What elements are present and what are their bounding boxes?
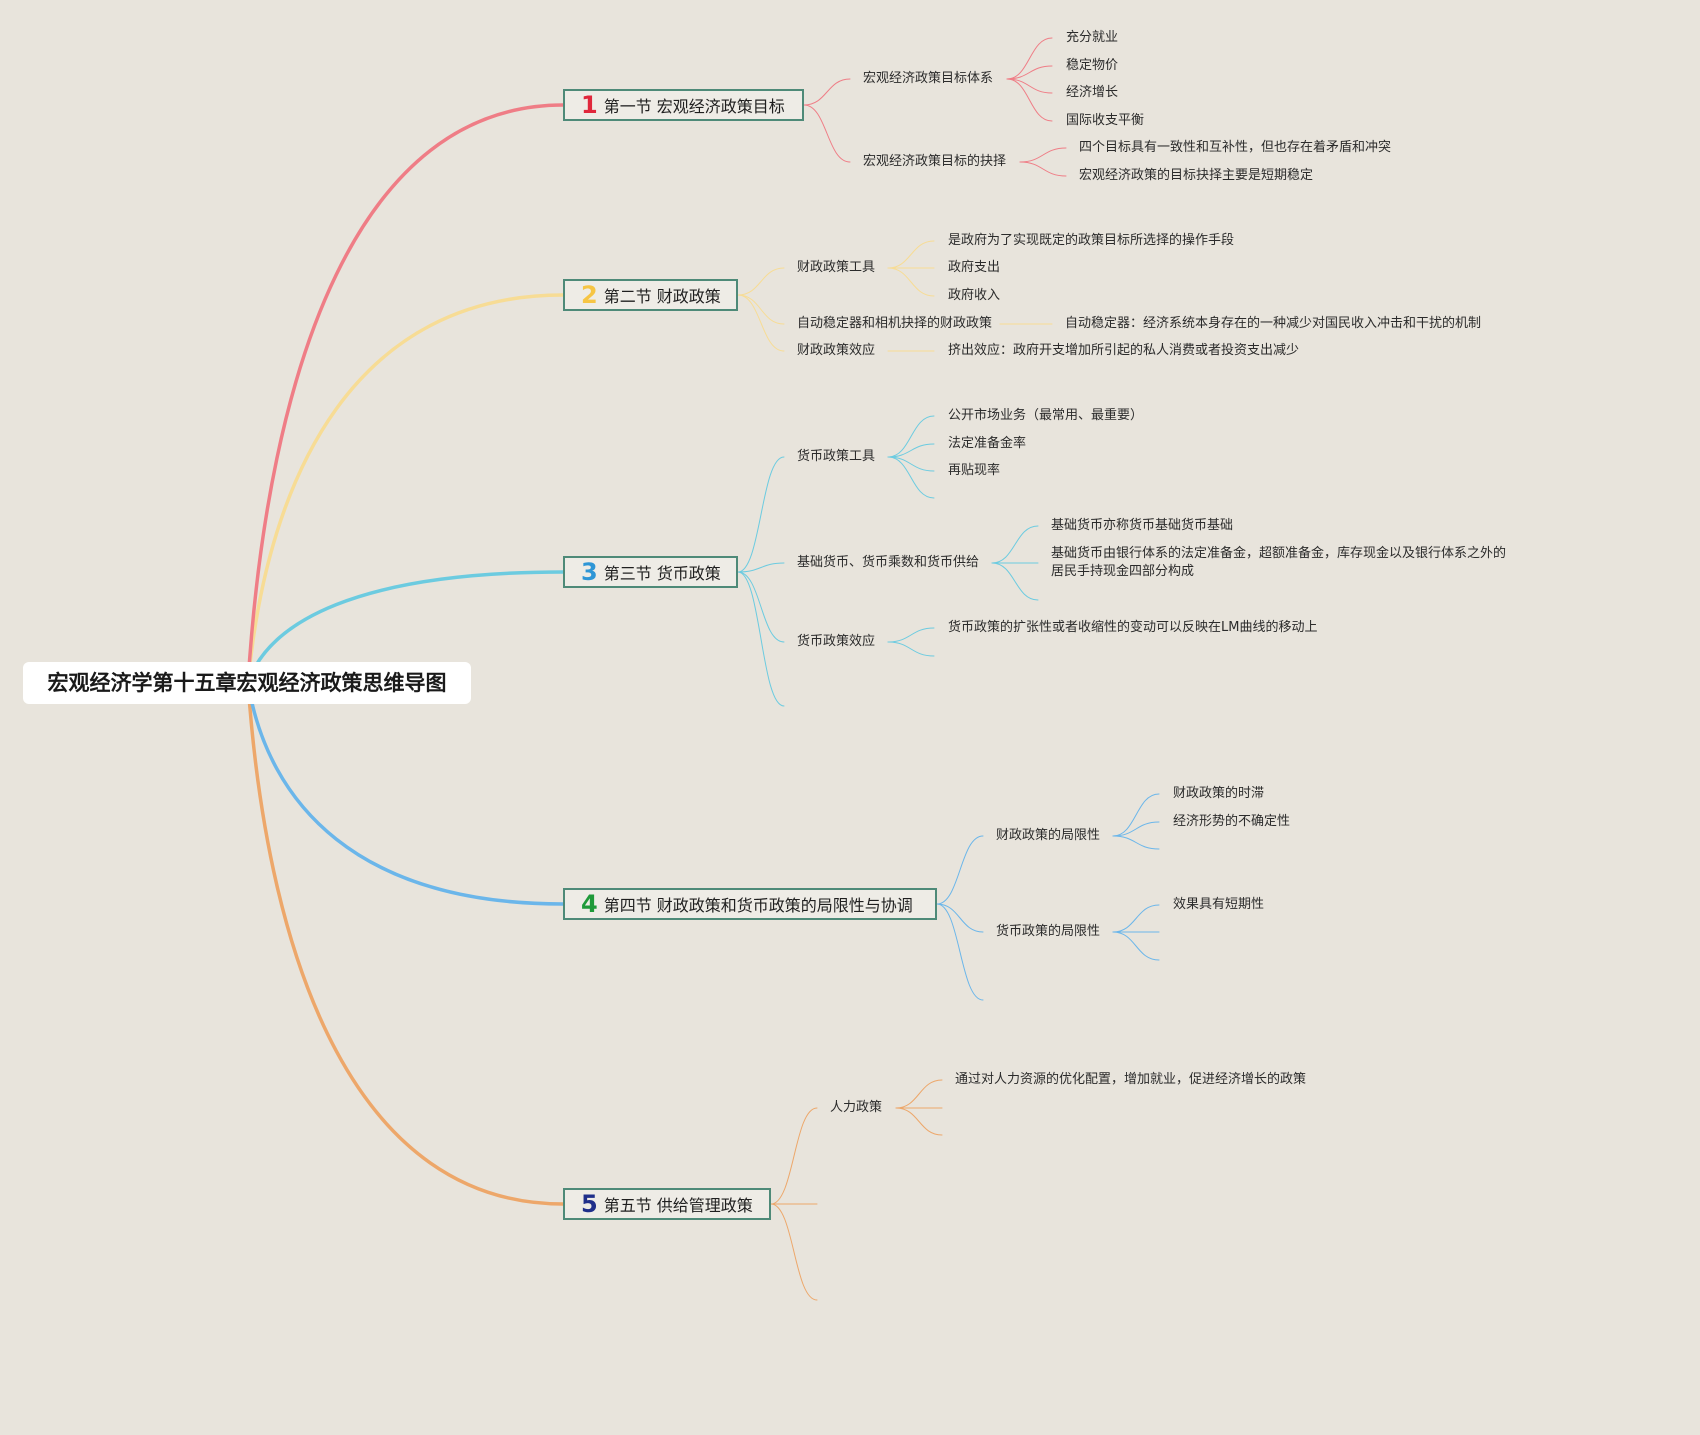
section-4-topic[interactable]: 4 第四节 财政政策和货币政策的局限性与协调 <box>563 888 937 920</box>
leaf-automatic-stabilizer-definition[interactable]: 自动稳定器：经济系统本身存在的一种减少对国民收入冲击和干扰的机制 <box>1065 316 1482 331</box>
branch-line <box>737 571 785 707</box>
leaf-line <box>1006 78 1053 122</box>
leaf-government-spending[interactable]: 政府支出 <box>948 260 1001 275</box>
leaf-full-employment[interactable]: 充分就业 <box>1066 30 1119 45</box>
leaf-stable-prices[interactable]: 稳定物价 <box>1066 58 1119 73</box>
root-topic[interactable]: 宏观经济学第十五章宏观经济政策思维导图 <box>23 662 471 704</box>
connector-lines <box>246 37 1160 1301</box>
leaf-line <box>1112 835 1160 850</box>
branch-line <box>737 294 785 352</box>
section-title: 第一节 宏观经济政策目标 <box>603 97 785 116</box>
leaf-line <box>887 627 935 643</box>
subtopic-base-money[interactable]: 基础货币、货币乘数和货币供给 <box>797 555 980 570</box>
leaf-short-term-stability[interactable]: 宏观经济政策的目标抉择主要是短期稳定 <box>1079 168 1314 183</box>
section-2-topic[interactable]: 2 第二节 财政政策 <box>563 279 738 311</box>
branch-line <box>770 1203 818 1301</box>
section-title: 第三节 货币政策 <box>603 564 721 583</box>
subtopic-monetary-limitations[interactable]: 货币政策的局限性 <box>996 924 1101 939</box>
section-title: 第四节 财政政策和货币政策的局限性与协调 <box>603 896 913 915</box>
leaf-line <box>1006 37 1053 80</box>
branch-line <box>803 104 851 163</box>
leaf-line <box>1019 161 1067 177</box>
leaf-line <box>887 456 935 472</box>
leaf-line <box>1112 904 1160 933</box>
leaf-line <box>887 240 935 269</box>
section-5-topic[interactable]: 5 第五节 供给管理政策 <box>563 1188 771 1220</box>
leaf-line <box>1112 793 1160 837</box>
branch-line <box>737 294 785 325</box>
section-number: 2 <box>581 281 598 309</box>
leaf-reserve-ratio[interactable]: 法定准备金率 <box>948 436 1027 451</box>
leaf-line <box>895 1107 943 1136</box>
leaf-line <box>887 443 935 458</box>
leaf-short-term-effect[interactable]: 效果具有短期性 <box>1173 897 1265 912</box>
section-1-topic[interactable]: 1 第一节 宏观经济政策目标 <box>563 89 804 121</box>
leaf-base-money-alias[interactable]: 基础货币亦称货币基础货币基础 <box>1051 518 1234 533</box>
leaf-line <box>887 267 935 297</box>
section-3-topic[interactable]: 3 第三节 货币政策 <box>563 556 738 588</box>
leaf-base-money-composition[interactable]: 基础货币由银行体系的法定准备金，超额准备金，库存现金以及银行体系之外的居民手持现… <box>1051 546 1507 579</box>
leaf-line <box>1006 78 1053 94</box>
branch-line <box>936 835 984 905</box>
leaf-lm-curve-shift[interactable]: 货币政策的扩张性或者收缩性的变动可以反映在LM曲线的移动上 <box>948 620 1318 635</box>
branch-line <box>737 562 785 573</box>
trunk-line-section-5 <box>246 681 565 1206</box>
mind-map-canvas: 宏观经济学第十五章宏观经济政策思维导图 1 第一节 宏观经济政策目标 宏观经济政… <box>23 30 1507 1301</box>
branch-line <box>737 267 785 296</box>
leaf-line <box>1112 821 1160 837</box>
leaf-discount-rate[interactable]: 再贴现率 <box>948 463 1001 478</box>
leaf-line <box>887 641 935 657</box>
subtopic-fiscal-effect[interactable]: 财政政策效应 <box>797 343 876 358</box>
section-number: 3 <box>581 558 598 586</box>
section-title: 第五节 供给管理政策 <box>603 1196 753 1215</box>
trunk-line-section-1 <box>246 103 565 685</box>
subtopic-monetary-effect[interactable]: 货币政策效应 <box>797 634 876 649</box>
trunk-line-section-3 <box>246 570 565 685</box>
leaf-open-market[interactable]: 公开市场业务（最常用、最重要） <box>948 408 1144 423</box>
leaf-line <box>895 1079 943 1109</box>
leaf-government-revenue[interactable]: 政府收入 <box>948 288 1001 303</box>
branch-line <box>936 903 984 1001</box>
branch-line <box>737 571 785 643</box>
branch-line <box>737 456 785 573</box>
leaf-line <box>1019 147 1067 163</box>
subtopic-fiscal-tools[interactable]: 财政政策工具 <box>797 260 876 275</box>
section-number: 1 <box>581 91 598 119</box>
leaf-economic-growth[interactable]: 经济增长 <box>1066 85 1119 100</box>
section-number: 4 <box>581 890 598 918</box>
leaf-line <box>991 525 1039 564</box>
branch-line <box>803 78 851 106</box>
branch-line <box>936 903 984 933</box>
leaf-economic-uncertainty[interactable]: 经济形势的不确定性 <box>1173 814 1291 829</box>
leaf-line <box>887 415 935 458</box>
subtopic-fiscal-limitations[interactable]: 财政政策的局限性 <box>996 828 1101 843</box>
trunk-line-section-2 <box>246 293 565 685</box>
leaf-balance-of-payments[interactable]: 国际收支平衡 <box>1066 113 1145 128</box>
leaf-crowding-out[interactable]: 挤出效应：政府开支增加所引起的私人消费或者投资支出减少 <box>948 343 1300 358</box>
leaf-fiscal-tools-definition[interactable]: 是政府为了实现既定的政策目标所选择的操作手段 <box>948 233 1235 248</box>
subtopic-monetary-tools[interactable]: 货币政策工具 <box>797 449 876 464</box>
section-number: 5 <box>581 1190 598 1218</box>
branch-line <box>770 1107 818 1205</box>
subtopic-goal-choice[interactable]: 宏观经济政策目标的抉择 <box>863 154 1007 169</box>
leaf-goal-conflict[interactable]: 四个目标具有一致性和互补性，但也存在着矛盾和冲突 <box>1079 140 1392 155</box>
subtopic-automatic-stabilizer[interactable]: 自动稳定器和相机抉择的财政政策 <box>797 316 993 331</box>
leaf-line <box>1112 931 1160 961</box>
leaf-fiscal-lag[interactable]: 财政政策的时滞 <box>1173 786 1265 801</box>
subtopic-goal-system[interactable]: 宏观经济政策目标体系 <box>863 71 994 86</box>
leaf-line <box>887 456 935 499</box>
trunk-line-section-4 <box>246 681 565 906</box>
section-title: 第二节 财政政策 <box>603 287 721 306</box>
subtopic-manpower-policy[interactable]: 人力政策 <box>830 1100 883 1115</box>
leaf-manpower-policy-definition[interactable]: 通过对人力资源的优化配置，增加就业，促进经济增长的政策 <box>955 1072 1307 1087</box>
leaf-line <box>991 562 1039 601</box>
leaf-line <box>1006 65 1053 80</box>
